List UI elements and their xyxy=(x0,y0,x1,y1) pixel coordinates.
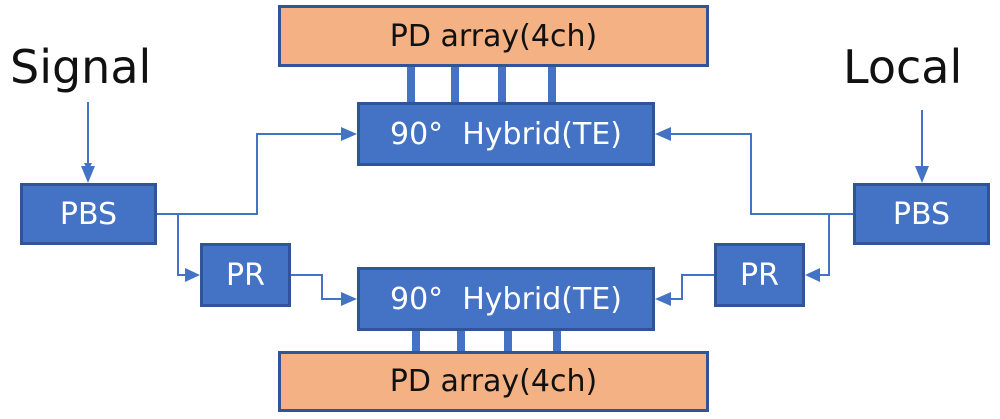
pbs-signal-label: PBS xyxy=(59,196,118,232)
signal-label: Signal xyxy=(10,40,152,94)
hybrid-bottom: 90° Hybrid(TE) xyxy=(357,267,655,331)
pr-local-label: PR xyxy=(740,257,779,293)
signal-pr-to-bottom-hybrid xyxy=(290,274,342,300)
arrowheads xyxy=(81,127,929,306)
local-to-top-hybrid xyxy=(670,133,853,215)
local-to-pr xyxy=(820,214,830,276)
pbs-local-label: PBS xyxy=(892,196,951,232)
signal-to-top-hybrid xyxy=(156,133,342,215)
hybrid-top: 90° Hybrid(TE) xyxy=(357,102,655,166)
pbs-local: PBS xyxy=(853,183,990,245)
pd-array-bottom-label: PD array(4ch) xyxy=(389,364,598,399)
pd-array-top-label: PD array(4ch) xyxy=(389,18,598,54)
pr-local: PR xyxy=(714,243,805,307)
hybrid-bottom-label: 90° Hybrid(TE) xyxy=(389,281,622,317)
pd-array-top: PD array(4ch) xyxy=(278,5,709,67)
pd-connector-bars xyxy=(407,66,561,352)
pbs-signal: PBS xyxy=(20,183,157,245)
pr-signal: PR xyxy=(200,243,291,307)
pr-signal-label: PR xyxy=(226,257,265,293)
signal-to-pr xyxy=(177,214,186,276)
local-pr-to-bottom-hybrid xyxy=(670,274,714,300)
pd-array-bottom: PD array(4ch) xyxy=(278,351,709,412)
local-label: Local xyxy=(843,40,963,94)
hybrid-top-label: 90° Hybrid(TE) xyxy=(389,116,622,152)
